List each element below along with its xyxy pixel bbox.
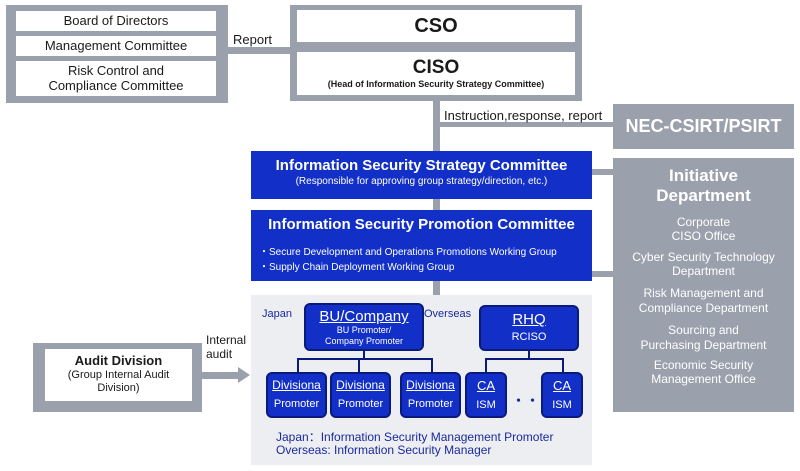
instruction-label: Instruction,response, report xyxy=(444,108,603,123)
initiative-item-economic-security: Economic Security Management Office xyxy=(651,357,756,387)
report-connector xyxy=(228,47,290,54)
division-1-title: Divisiona xyxy=(272,378,321,392)
ca-box-1: CA ISM xyxy=(465,372,507,418)
strategy-committee-subtitle: (Responsible for approving group strateg… xyxy=(295,176,548,187)
strategy-committee-box: Information Security Strategy Committee … xyxy=(251,151,592,199)
cso-box: CSO xyxy=(297,10,575,42)
rhq-box: RHQ RCISO xyxy=(479,305,579,351)
rhq-tree-drop-1 xyxy=(485,358,487,372)
bu-tree-drop-2 xyxy=(358,358,360,372)
promotion-initiative-connector xyxy=(592,271,613,277)
strategy-committee-title: Information Security Strategy Committee xyxy=(275,157,568,174)
division-3-title: Divisiona xyxy=(406,378,455,392)
division-box-1: Divisiona Promoter xyxy=(266,372,327,418)
internal-audit-arrow-head xyxy=(238,367,250,383)
rhq-tree-bar xyxy=(485,358,564,360)
internal-audit-label: Internal audit xyxy=(206,333,247,361)
japan-label: Japan xyxy=(262,308,292,320)
ca-box-2: CA ISM xyxy=(541,372,583,418)
rhq-tree-drop-2 xyxy=(562,358,564,372)
bu-company-sub: BU Promoter/ Company Promoter xyxy=(324,325,404,346)
initiative-item-sourcing: Sourcing and Purchasing Department xyxy=(640,323,767,352)
rhq-tree-stem xyxy=(528,351,530,360)
internal-audit-arrow-shaft xyxy=(202,372,239,379)
committees-gap-connector xyxy=(433,199,440,210)
initiative-item-ciso-office: Corporate CISO Office xyxy=(671,214,736,244)
ciso-box: CISO (Head of Information Security Strat… xyxy=(297,52,575,95)
csirt-title: NEC-CSIRT/PSIRT xyxy=(625,116,782,136)
ciso-subtitle: (Head of Information Security Strategy C… xyxy=(327,79,545,90)
audit-division-box: Audit Division (Group Internal Audit Div… xyxy=(45,349,192,401)
strategy-initiative-connector xyxy=(592,169,613,175)
board-of-directors-label: Board of Directors xyxy=(63,12,169,28)
bu-tree-bar xyxy=(297,358,433,360)
audit-division-subtitle: (Group Internal Audit Division) xyxy=(67,369,170,395)
rhq-sub: RCISO xyxy=(511,331,547,343)
division-box-2: Divisiona Promoter xyxy=(330,372,391,418)
report-label: Report xyxy=(233,32,273,47)
initiative-title: Initiative Department xyxy=(656,166,751,206)
footnote-overseas: Overseas: Information Security Manager xyxy=(276,443,492,457)
management-committee-box: Management Committee xyxy=(16,36,216,56)
division-2-sub: Promoter xyxy=(337,398,384,410)
promotion-committee-title: Information Security Promotion Committee xyxy=(268,216,575,233)
initiative-department-panel: Initiative Department Corporate CISO Off… xyxy=(613,158,794,412)
division-box-3: Divisiona Promoter xyxy=(400,372,461,418)
bu-tree-drop-1 xyxy=(297,358,299,372)
promotion-org-connector xyxy=(433,281,440,295)
ciso-title: CISO xyxy=(412,57,460,79)
promotion-committee-box: Information Security Promotion Committee… xyxy=(251,210,592,281)
audit-division-title: Audit Division xyxy=(74,353,163,369)
csirt-connector xyxy=(433,122,613,127)
risk-control-box: Risk Control and Compliance Committee xyxy=(16,61,216,96)
initiative-item-cyber-security: Cyber Security Technology Department xyxy=(632,249,775,278)
ca-1-sub: ISM xyxy=(476,399,496,411)
initiative-item-risk-management: Risk Management and Compliance Departmen… xyxy=(638,286,769,315)
ca-ellipsis: ・・ xyxy=(512,393,541,408)
promotion-bullet-1: ・Secure Development and Operations Promo… xyxy=(259,247,557,258)
ca-1-title: CA xyxy=(476,378,496,393)
board-of-directors-box: Board of Directors xyxy=(16,11,216,31)
division-3-sub: Promoter xyxy=(407,398,454,410)
bu-tree-drop-3 xyxy=(431,358,433,372)
ca-2-sub: ISM xyxy=(552,399,572,411)
ca-2-title: CA xyxy=(552,378,572,393)
division-1-sub: Promoter xyxy=(273,398,320,410)
footnote-japan: Japan：Information Security Management Pr… xyxy=(276,430,554,444)
rhq-title: RHQ xyxy=(512,311,546,328)
bu-company-title: BU/Company xyxy=(319,308,409,325)
bu-company-box: BU/Company BU Promoter/ Company Promoter xyxy=(304,303,424,351)
promotion-bullet-2: ・Supply Chain Deployment Working Group xyxy=(259,262,455,273)
bu-tree-stem xyxy=(363,351,365,360)
overseas-label: Overseas xyxy=(424,308,472,320)
risk-control-label: Risk Control and Compliance Committee xyxy=(48,62,184,93)
management-committee-label: Management Committee xyxy=(44,37,188,53)
division-2-title: Divisiona xyxy=(336,378,385,392)
csirt-box: NEC-CSIRT/PSIRT xyxy=(613,104,794,149)
cso-title: CSO xyxy=(414,14,458,37)
